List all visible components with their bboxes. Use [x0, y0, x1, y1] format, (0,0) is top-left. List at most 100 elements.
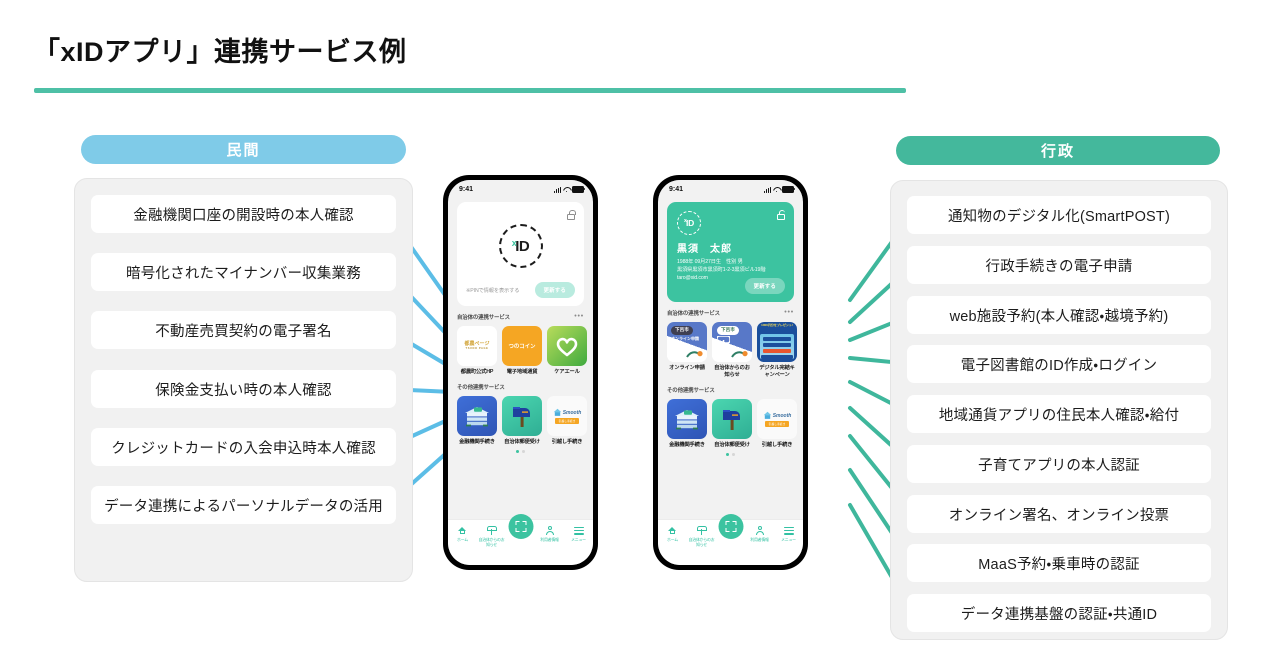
- service-tile[interactable]: 金融機関手続き: [457, 396, 497, 446]
- user-birth: 1988年 09月27日生 性別 男: [677, 259, 743, 265]
- tile-label: 引越し手続き: [551, 439, 583, 446]
- nav-item-menu[interactable]: メニュー: [776, 525, 802, 543]
- nav-item-home[interactable]: ホーム: [660, 525, 686, 543]
- service-tile[interactable]: Smooth 引越し手続き 引越し手続き: [547, 396, 587, 446]
- campaign-headline: 1000円分をプレゼント!: [761, 323, 793, 327]
- nav-item-home[interactable]: ホーム: [450, 525, 476, 543]
- card-footer: ※PINで情報を表示する 更新する: [466, 282, 575, 298]
- bank-icon: [457, 396, 497, 437]
- tile-label: 金融機関手続き: [669, 442, 705, 449]
- more-icon[interactable]: •••: [784, 308, 794, 316]
- list-item[interactable]: データ連携によるパーソナルデータの活用: [91, 486, 396, 524]
- list-item[interactable]: 通知物のデジタル化(SmartPOST): [907, 196, 1211, 234]
- carousel-pager[interactable]: [457, 450, 584, 454]
- tile-label: ケアエール: [554, 369, 580, 375]
- list-item[interactable]: データ連携基盤の認証・共通ID: [907, 594, 1211, 632]
- nav-item-profile[interactable]: 利用者情報: [747, 525, 773, 543]
- nav-label: ホーム: [667, 537, 678, 542]
- nav-item-menu[interactable]: メニュー: [566, 525, 592, 543]
- section-header: その他連携サービス: [457, 383, 584, 391]
- list-item[interactable]: 電子図書館のID作成・ログイン: [907, 345, 1211, 383]
- service-tile[interactable]: 金融機関手続き: [667, 399, 707, 449]
- service-tile[interactable]: 下呂市 オンライン申請 オンライン申請: [667, 322, 707, 379]
- tile-label: 引越し手続き: [761, 442, 793, 449]
- nav-label: メニュー: [571, 537, 586, 542]
- wifi-icon: [563, 187, 570, 193]
- nav-item-notices[interactable]: 自治体からのお知らせ: [479, 525, 505, 548]
- signal-icon: [763, 186, 771, 193]
- local-services-section: 自治体の連携サービス ••• 下呂市 オンライン申請: [667, 309, 797, 379]
- tile-label: 自治体からのお知らせ: [714, 365, 750, 379]
- section-header: その他連携サービス: [667, 386, 794, 394]
- list-item[interactable]: 暗号化されたマイナンバー収集業務: [91, 253, 396, 291]
- tile-label: デジタル完結キャンペーン: [759, 365, 795, 379]
- mailbox-glyph: [717, 336, 730, 348]
- xid-logo-id: ID: [686, 218, 694, 228]
- list-item[interactable]: 子育てアプリの本人認証: [907, 445, 1211, 483]
- list-item[interactable]: 保険金支払い時の本人確認: [91, 370, 396, 408]
- campaign-banner-icon: 1000円分をプレゼント!: [757, 322, 797, 362]
- government-panel: 通知物のデジタル化(SmartPOST) 行政手続きの電子申請 web施設予約(…: [890, 180, 1228, 640]
- carousel-pager[interactable]: [667, 453, 794, 457]
- status-bar: 9:41: [448, 180, 593, 197]
- gero-badge: 下呂市: [671, 326, 693, 335]
- lock-open-icon: [777, 210, 786, 220]
- list-item[interactable]: 地域通貨アプリの住民本人確認・給付: [907, 395, 1211, 433]
- list-item[interactable]: クレジットカードの入会申込時本人確認: [91, 428, 396, 466]
- scan-icon: [515, 521, 526, 532]
- tile-label: 金融機関手続き: [459, 439, 495, 446]
- service-tile[interactable]: 1000円分をプレゼント! デジタル完結キャンペーン: [757, 322, 797, 379]
- other-services-section: その他連携サービス: [667, 386, 797, 457]
- tsuno-hp-logo: 都農ページ TSUNO PAGE: [464, 341, 490, 351]
- section-header: 自治体の連携サービス •••: [667, 309, 794, 317]
- service-tile[interactable]: Smooth 引越し手続き 引越し手続き: [757, 399, 797, 449]
- private-column-header: 民間: [81, 135, 406, 164]
- local-services-section: 自治体の連携サービス ••• 都農ページ TSUNO PAGE 都農町公式HP: [457, 313, 587, 376]
- list-item[interactable]: 行政手続きの電子申請: [907, 246, 1211, 284]
- battery-icon: [572, 186, 585, 193]
- list-item[interactable]: web施設予約(本人確認・越境予約): [907, 296, 1211, 334]
- page-title: 「xIDアプリ」連携サービス例: [33, 37, 407, 67]
- list-item[interactable]: オンライン署名、オンライン投票: [907, 495, 1211, 533]
- list-item[interactable]: MaaS予約・乗車時の認証: [907, 544, 1211, 582]
- bottom-nav: ホーム 自治体からのお知らせ 利用者情報 メニュー: [448, 514, 593, 565]
- tile-row: 金融機関手続き: [457, 396, 587, 446]
- scan-button[interactable]: [508, 514, 533, 539]
- mailbox-icon: [696, 526, 707, 535]
- mailbox-glyph: [513, 407, 530, 428]
- user-icon: [755, 526, 764, 535]
- mailbox-icon: [486, 526, 497, 535]
- smooth-icon: Smooth 引越し手続き: [757, 399, 797, 440]
- section-header: 自治体の連携サービス •••: [457, 313, 584, 321]
- nav-label: メニュー: [781, 537, 796, 542]
- gero-online-icon: 下呂市 オンライン申請: [667, 322, 707, 362]
- bank-building-icon: [675, 410, 699, 430]
- heart-icon: [556, 337, 578, 356]
- refresh-button[interactable]: 更新する: [534, 282, 575, 298]
- gero-badge: 下呂市: [717, 326, 739, 335]
- service-tile[interactable]: ケアエール: [547, 326, 587, 376]
- service-tile[interactable]: 自治体郵便受け: [712, 399, 752, 449]
- scan-button[interactable]: [718, 514, 743, 539]
- mailbox-icon: [712, 399, 752, 440]
- service-tile[interactable]: 下呂市 自治体からのお知らせ: [712, 322, 752, 379]
- tile-row: 金融機関手続き: [667, 399, 797, 449]
- list-item[interactable]: 不動産売買契約の電子署名: [91, 311, 396, 349]
- xid-logo-x: x: [684, 218, 687, 224]
- smooth-house-icon: [553, 408, 561, 417]
- gero-emblem-icon: [686, 351, 703, 358]
- status-icons: [763, 186, 795, 193]
- nav-item-notices[interactable]: 自治体からのお知らせ: [689, 525, 715, 548]
- service-tile[interactable]: 都農ページ TSUNO PAGE 都農町公式HP: [457, 326, 497, 376]
- nav-item-profile[interactable]: 利用者情報: [537, 525, 563, 543]
- refresh-button[interactable]: 更新する: [744, 278, 785, 294]
- nav-label: 利用者情報: [540, 537, 559, 542]
- service-tile[interactable]: つのコイン 電子地域通貨: [502, 326, 542, 376]
- list-item[interactable]: 金融機関口座の開設時の本人確認: [91, 195, 396, 233]
- wifi-icon: [773, 187, 780, 193]
- more-icon[interactable]: •••: [574, 312, 584, 320]
- service-tile[interactable]: 自治体郵便受け: [502, 396, 542, 446]
